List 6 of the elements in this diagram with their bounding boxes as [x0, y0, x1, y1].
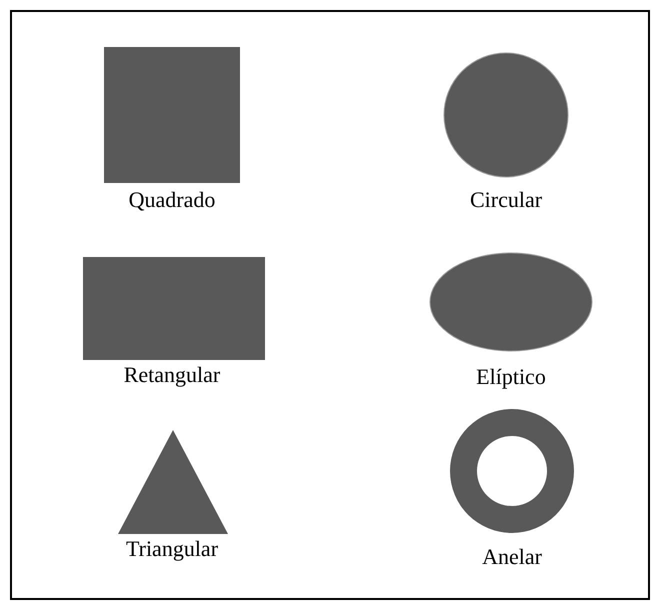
- shape-caption: Circular: [468, 188, 544, 212]
- shape-caption: Elíptico: [475, 365, 547, 389]
- shape-caption: Retangular: [122, 363, 222, 387]
- shape-caption: Triangular: [124, 537, 220, 561]
- shape-caption: Quadrado: [128, 188, 216, 212]
- shape-caption: Anelar: [481, 545, 543, 569]
